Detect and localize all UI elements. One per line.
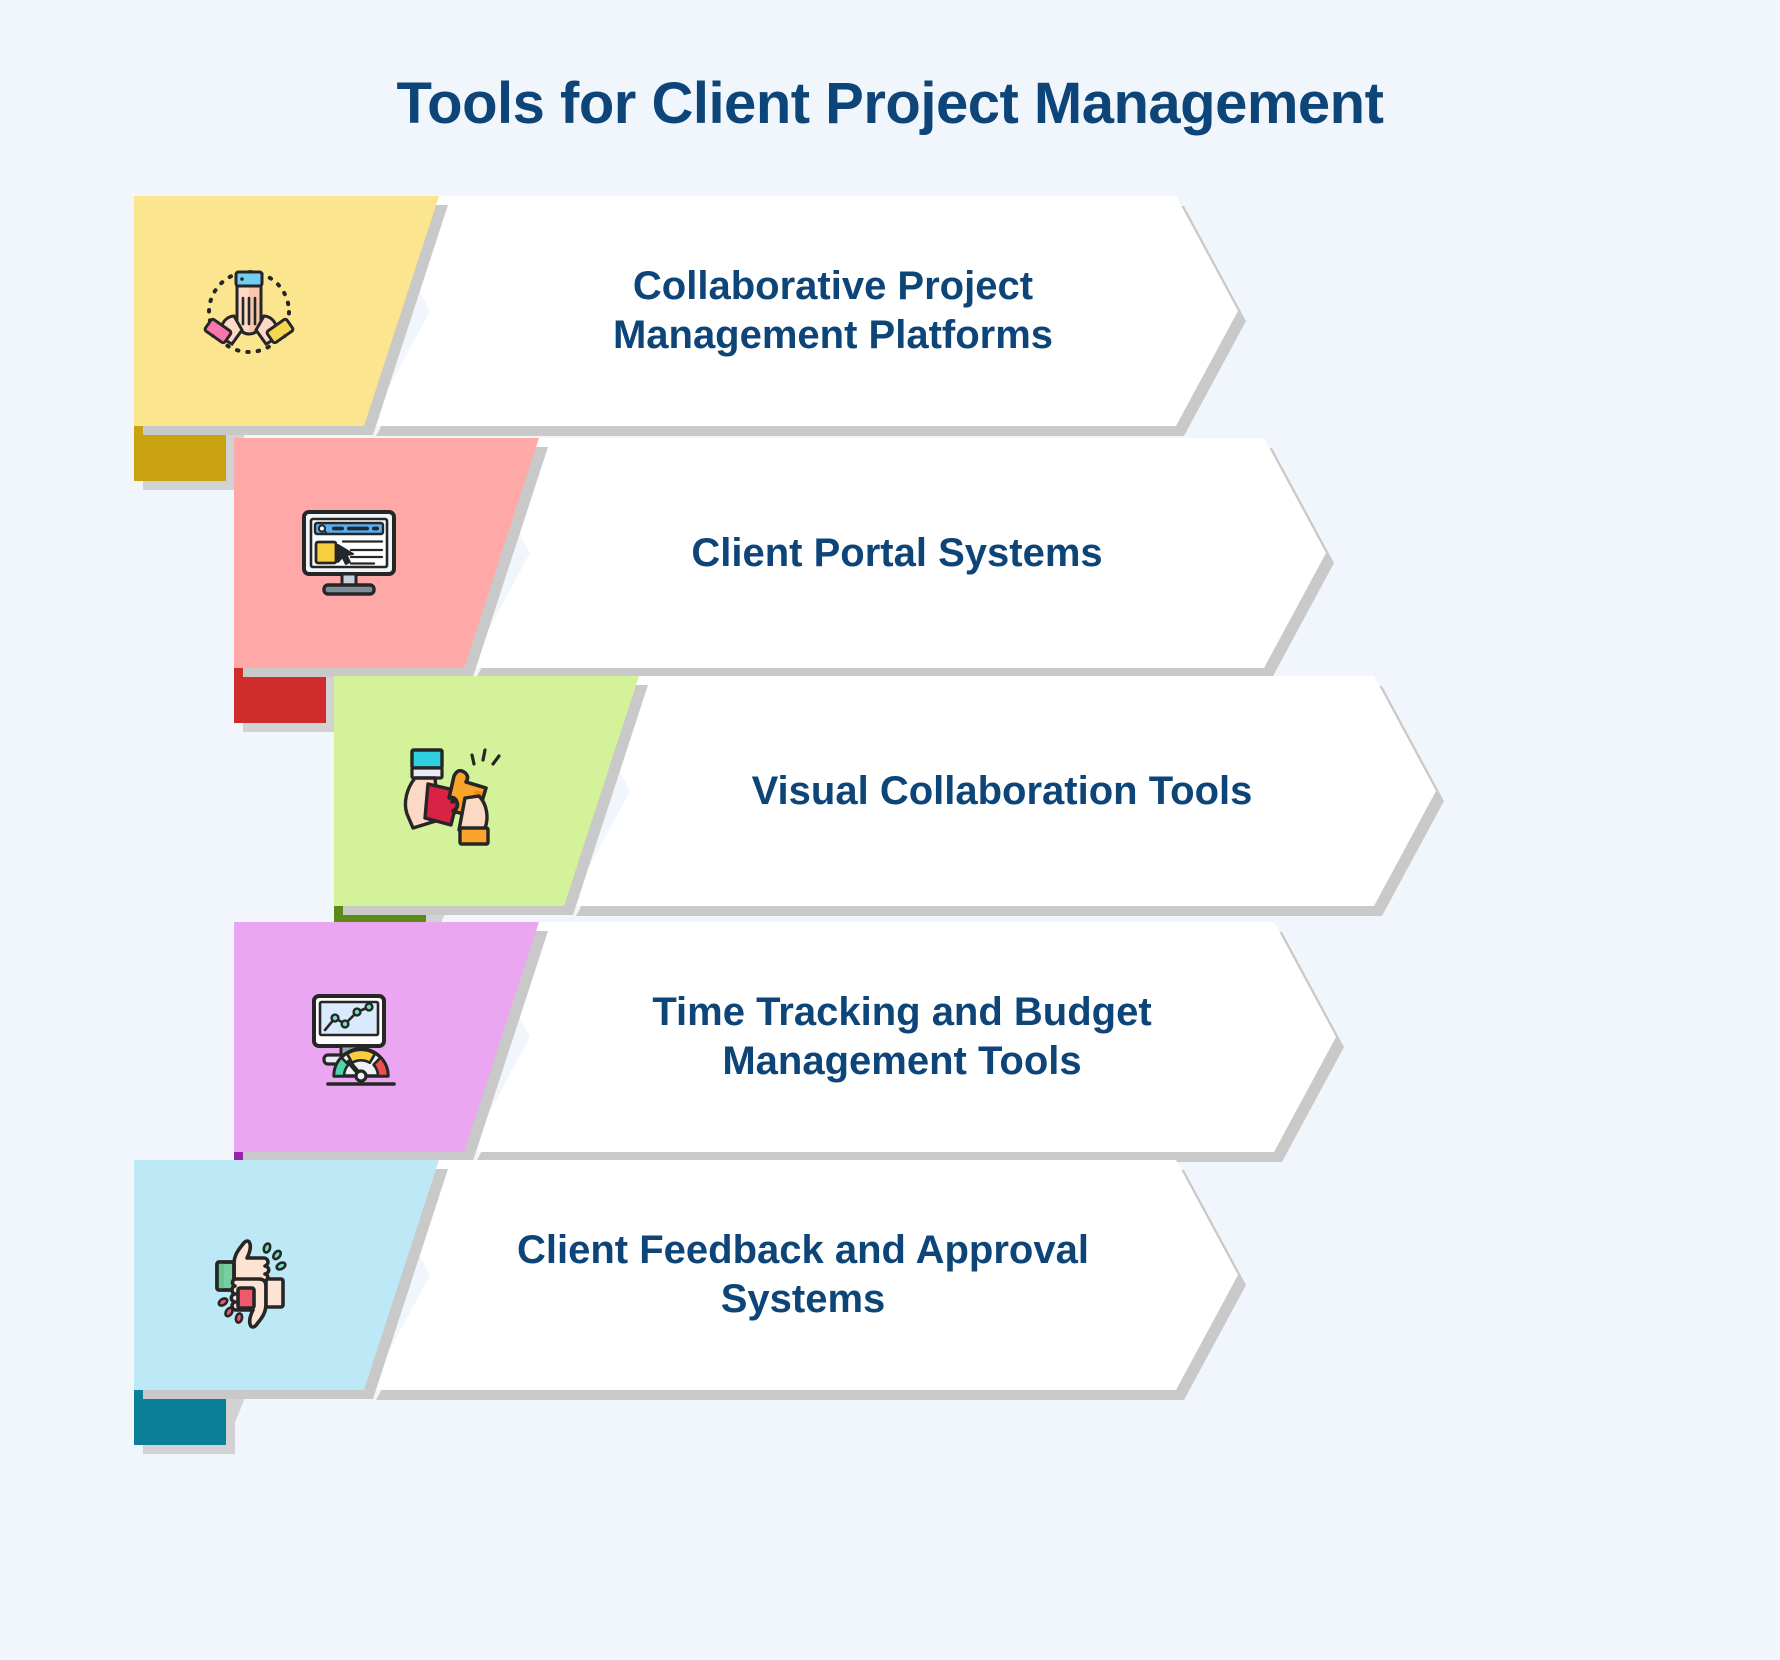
banner-row-3: Visual Collaboration Tools bbox=[568, 676, 1436, 906]
tile-2 bbox=[234, 438, 539, 732]
banner-shape bbox=[468, 438, 1326, 668]
banner-label-3: Visual Collaboration Tools bbox=[568, 676, 1436, 906]
page-title: Tools for Client Project Management bbox=[396, 71, 1384, 136]
banner-shape bbox=[468, 922, 1336, 1152]
banner-row-4: Time Tracking and Budget Management Tool… bbox=[468, 922, 1336, 1152]
banner-label-line-1: Client Feedback and Approval bbox=[517, 1228, 1089, 1273]
tile-4 bbox=[234, 922, 539, 1216]
banner-label-2: Client Portal Systems bbox=[468, 438, 1326, 668]
fold-corner-1 bbox=[134, 426, 226, 481]
banner-row-2: Client Portal Systems bbox=[468, 438, 1326, 668]
analytics-gauge-icon bbox=[234, 922, 464, 1152]
tile-1 bbox=[134, 196, 439, 490]
tile-5 bbox=[134, 1160, 439, 1454]
teamwork-hands-icon bbox=[134, 196, 364, 426]
tile-3 bbox=[334, 676, 639, 970]
puzzle-hands-icon bbox=[334, 676, 564, 906]
banner-label-line-1: Collaborative Project bbox=[632, 264, 1034, 309]
banner-label-line-1: Time Tracking and Budget bbox=[652, 990, 1152, 1035]
banner-label-1: Collaborative Project Management Platfor… bbox=[368, 196, 1238, 426]
fold-corner-5 bbox=[134, 1390, 226, 1445]
thumbs-up-down-icon bbox=[134, 1160, 364, 1390]
banner-label-line-2: Management Tools bbox=[722, 1039, 1082, 1083]
banner-shape bbox=[368, 1160, 1238, 1390]
banner-label-line-2: Management Platforms bbox=[612, 313, 1054, 357]
banner-shape bbox=[368, 196, 1238, 426]
banner-row-5: Client Feedback and Approval Systems bbox=[368, 1160, 1238, 1390]
client-portal-monitor-icon bbox=[234, 438, 464, 668]
banner-label-line-2: Systems bbox=[720, 1277, 886, 1321]
banner-shape bbox=[568, 676, 1436, 906]
banner-label-line-1: Visual Collaboration Tools bbox=[751, 768, 1253, 813]
banner-label-line-1: Client Portal Systems bbox=[691, 530, 1103, 575]
fold-corner-2 bbox=[234, 668, 326, 723]
banner-label-4: Time Tracking and Budget Management Tool… bbox=[468, 922, 1336, 1152]
banner-row-1: Collaborative Project Management Platfor… bbox=[368, 196, 1238, 426]
banner-label-5: Client Feedback and Approval Systems bbox=[368, 1160, 1238, 1390]
